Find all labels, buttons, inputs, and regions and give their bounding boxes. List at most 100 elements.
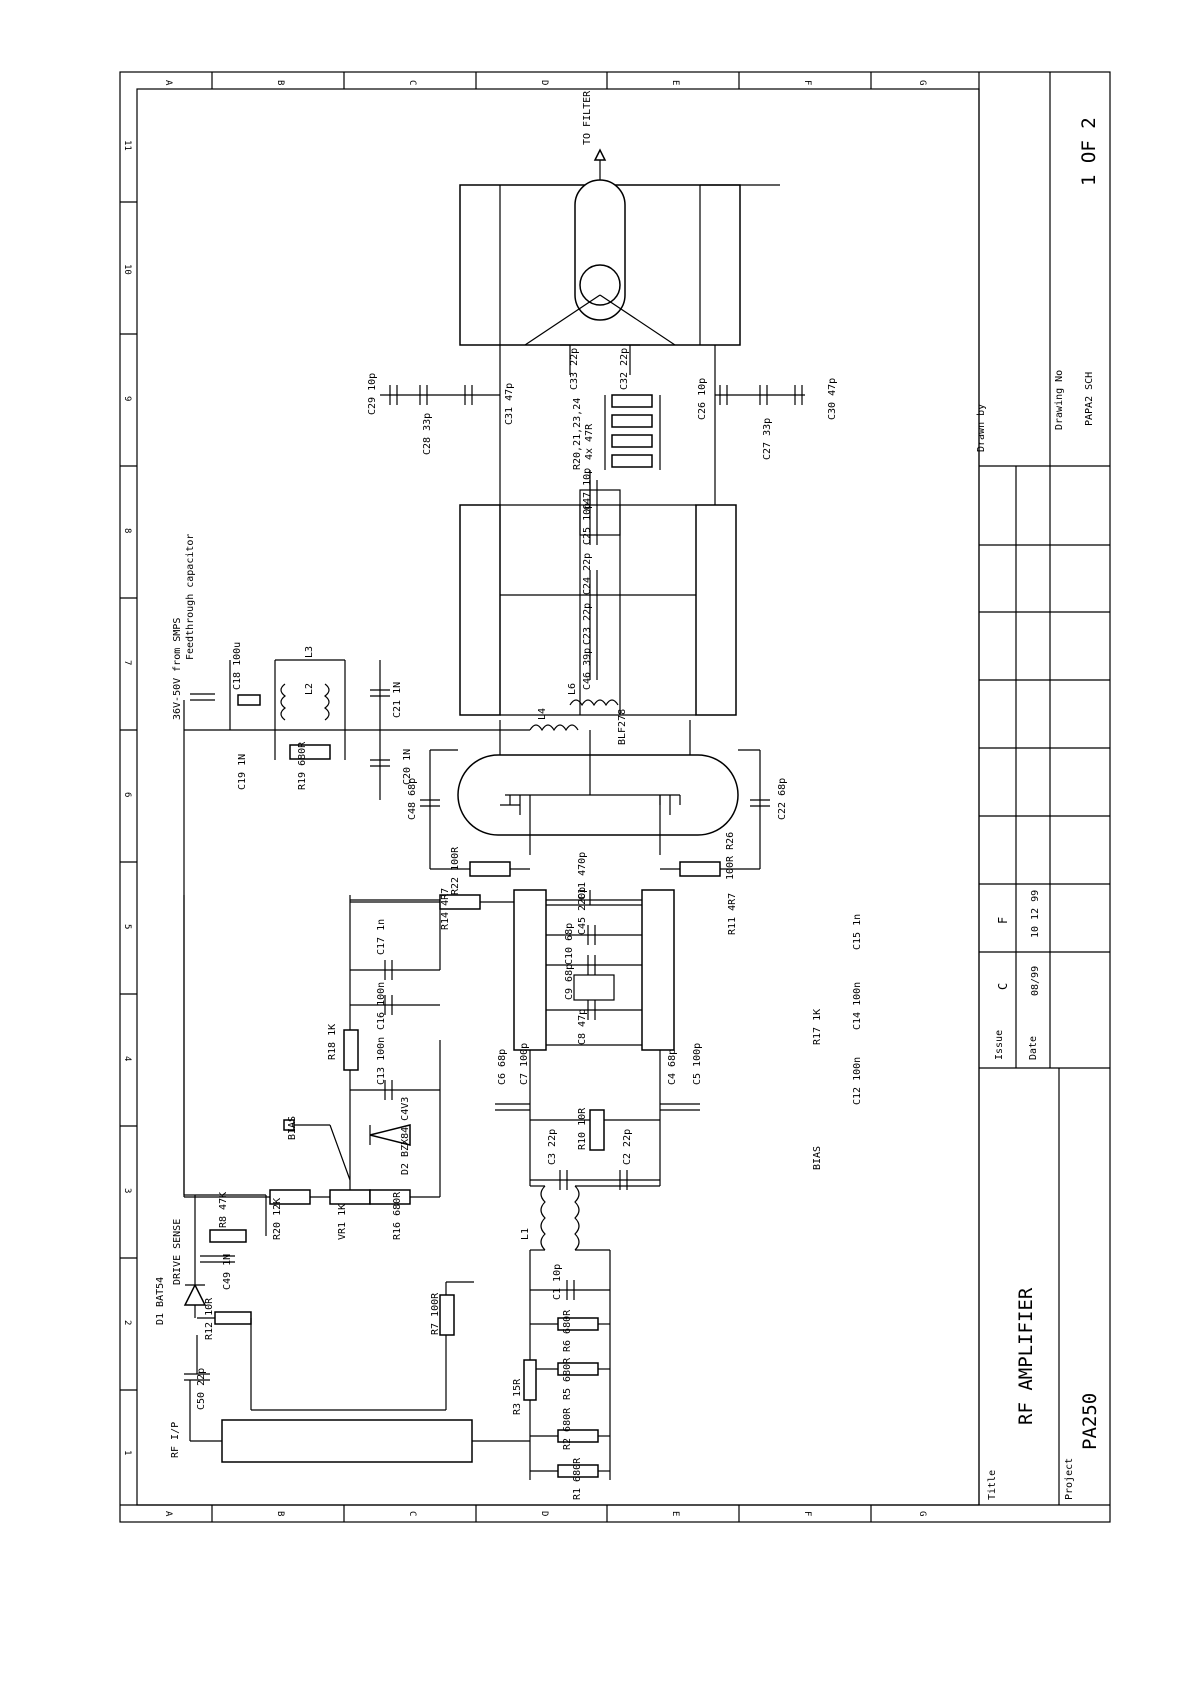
net-label-rf-in: RF I/P [170, 1422, 181, 1458]
label-r-load-value: 4x 47R [584, 423, 595, 460]
net-label-feedthrough: Feedthrough capacitor [185, 534, 196, 660]
label-r12: R12 10R [204, 1297, 215, 1340]
label-c48: C48 68p [407, 778, 418, 820]
label-l6: L6 [567, 683, 578, 695]
zone-number: 9 [122, 396, 132, 401]
zone-number: 1 [122, 1450, 132, 1455]
label-c17: C17 1n [376, 919, 387, 955]
input-stripline [221, 1419, 473, 1463]
label-c23: C23 22p [582, 603, 593, 645]
project-label: Project [1064, 1458, 1075, 1500]
label-c24: C24 22p [582, 553, 593, 595]
label-c11: C11 470p [577, 852, 588, 900]
label-r7: R7 100R [430, 1292, 441, 1335]
date-label: Date [1028, 1036, 1039, 1060]
drawing-frame [119, 71, 1111, 1523]
label-r8: R8 47K [218, 1192, 229, 1228]
zone-letter: C [407, 80, 417, 85]
label-r14: R14 4R7 [440, 888, 451, 930]
label-c1: C1 10p [552, 1264, 563, 1300]
zone-letter: A [163, 80, 173, 86]
label-r17: R17 1K [812, 1009, 823, 1045]
net-label-supply: 36V-50V from SMPS [172, 618, 183, 720]
label-r20: R20 12K [272, 1198, 283, 1240]
label-c30: C30 47p [827, 378, 838, 420]
label-c32: C32 22p [619, 348, 630, 390]
zone-letters-bottom: A B C D E F G [163, 1511, 927, 1517]
zone-number: 11 [122, 140, 132, 151]
net-label-drive-sense: DRIVE SENSE [172, 1219, 183, 1285]
label-r6: R6 680R [562, 1309, 573, 1352]
label-r10: R10 10R [577, 1107, 588, 1150]
label-c20: C20 1N [402, 749, 413, 785]
label-c10: C10 68p [564, 923, 575, 965]
label-l3: L3 [304, 646, 315, 658]
drain-matching [459, 345, 737, 716]
drawing-no-label: Drawing No [1054, 370, 1065, 430]
label-c33: C33 22p [569, 348, 580, 390]
label-c29: C29 10p [367, 373, 378, 415]
label-l2: L2 [304, 683, 315, 695]
zone-number: 10 [122, 264, 132, 275]
drawing-title: RF AMPLIFIER [1015, 1287, 1037, 1425]
date-value: 08/99 [1030, 966, 1041, 996]
zone-letter: A [163, 1511, 173, 1517]
label-c22: C22 68p [777, 778, 788, 820]
zone-letter: F [802, 80, 812, 85]
zone-letter: G [917, 1511, 927, 1516]
sheet-number: 1 OF 2 [1078, 117, 1100, 186]
label-vr1: VR1 1K [337, 1204, 348, 1240]
label-c9: C9 68p [564, 964, 575, 1000]
zone-letter: B [275, 80, 285, 85]
label-c27: C27 33p [762, 418, 773, 460]
label-c6: C6 68p [497, 1049, 508, 1085]
label-c26: C26 10p [697, 378, 708, 420]
label-c45: C45 220p [577, 887, 588, 935]
label-blf278: BLF278 [617, 709, 628, 745]
label-r2: R2 680R [562, 1407, 573, 1450]
zone-number: 4 [122, 1056, 132, 1061]
output-section [380, 148, 805, 470]
labels: RF I/P C50 22p R12 10R D1 BAT54 DRIVE SE… [155, 90, 863, 1500]
date-value: 10 12 99 [1030, 890, 1041, 938]
zone-number: 6 [122, 792, 132, 797]
label-r11: R11 4R7 [727, 893, 738, 935]
label-c47: C47 10p [582, 468, 593, 510]
zone-letter: D [539, 1511, 549, 1516]
label-c21: C21 1N [392, 682, 403, 718]
label-c31: C31 47p [504, 383, 515, 425]
drawn-by-label: Drawn by [976, 404, 987, 452]
label-c13: C13 100n [376, 1037, 387, 1085]
label-r16: R16 680R [392, 1191, 403, 1240]
zone-letter: E [670, 1511, 680, 1516]
gate-matching [513, 889, 675, 1051]
input-stage [183, 729, 514, 1463]
label-c3: C3 22p [547, 1129, 558, 1165]
label-c25: C25 10p [582, 503, 593, 545]
label-c50: C50 22p [196, 1368, 207, 1410]
label-c49: C49 1N [222, 1254, 233, 1290]
net-label-bias-b: BIAS [812, 1146, 823, 1170]
label-c12: C12 100n [852, 1057, 863, 1105]
label-l1: L1 [520, 1228, 531, 1240]
label-c46: C46 39p [582, 648, 593, 690]
label-c7: C7 100p [519, 1043, 530, 1085]
net-label-to-filter: TO FILTER [582, 90, 593, 145]
label-r18: R18 1K [327, 1024, 338, 1060]
transistor-blf278 [420, 699, 770, 877]
drawing-no-value: PAPA2 SCH [1084, 372, 1095, 426]
label-r26: 100R R26 [725, 832, 736, 880]
label-c16: C16 100n [376, 982, 387, 1030]
label-l4: L4 [537, 708, 548, 720]
label-c28: C28 33p [422, 413, 433, 455]
zone-number: 2 [122, 1320, 132, 1325]
title-label: Title [987, 1470, 998, 1500]
zone-letter: B [275, 1511, 285, 1516]
title-block: Drawn by Drawing No PAPA2 SCH 1 OF 2 Iss… [976, 72, 1110, 1505]
zone-number: 3 [122, 1188, 132, 1193]
zone-letter: G [917, 80, 927, 85]
label-c2: C2 22p [622, 1129, 633, 1165]
label-r3: R3 15R [512, 1378, 523, 1415]
zone-letter: F [802, 1511, 812, 1516]
zone-letters-top: A B C D E F G [163, 80, 927, 86]
